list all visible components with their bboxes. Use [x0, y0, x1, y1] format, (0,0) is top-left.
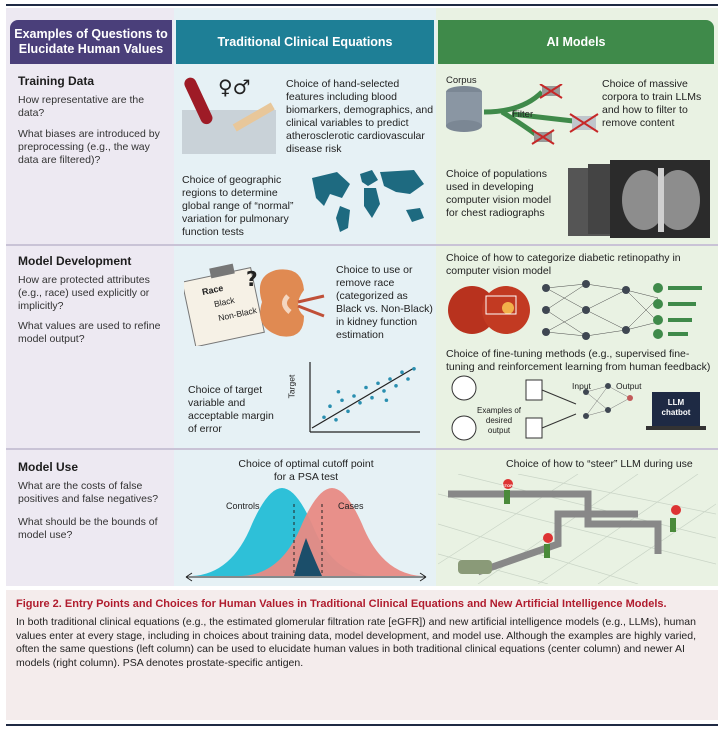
question-text: What should be the bounds of model use?: [18, 516, 158, 541]
scatter-point: [406, 377, 410, 381]
scatter-point: [412, 367, 416, 371]
question-text: What biases are introduced by preprocess…: [18, 128, 160, 166]
caption-body: In both traditional clinical equations (…: [16, 616, 697, 669]
cases-label: Cases: [338, 501, 364, 511]
chatbot-label: LLM chatbot: [661, 398, 691, 417]
clipboard-kidney-icon: ?: [184, 263, 325, 346]
question-text: How are protected attributes (e.g., race…: [18, 274, 150, 312]
controls-label: Controls: [226, 501, 260, 511]
scatter-point: [388, 377, 392, 381]
psa-distribution-curves: [185, 488, 427, 582]
scatter-point: [400, 370, 404, 374]
scatter-point: [322, 415, 326, 420]
header-ai: AI Models: [438, 20, 714, 64]
ai-use-text: Choice of how to “steer” LLM during use: [506, 458, 693, 470]
figure-caption: Figure 2. Entry Points and Choices for H…: [6, 590, 718, 720]
top-rule: [6, 4, 718, 6]
section-title-training: Training Data: [18, 74, 95, 88]
trad-dev-text-2: Choice of target variable and acceptable…: [188, 384, 274, 435]
target-axis-label: Target: [286, 374, 297, 399]
trad-training-text-2: Choice of geographic regions to determin…: [182, 174, 294, 238]
regression-line: [311, 367, 415, 429]
header-questions: Examples of Questions to Elucidate Human…: [10, 20, 172, 64]
corpus-label: Corpus: [446, 75, 477, 86]
examples-label: Examples of desired output: [476, 406, 522, 435]
input-label: Input: [572, 381, 591, 391]
scatter-point: [334, 418, 338, 422]
scatter-point: [336, 389, 341, 394]
scatter-point: [346, 409, 350, 414]
ai-dev-text-2: Choice of fine-tuning methods (e.g., sup…: [446, 348, 711, 373]
output-label: Output: [616, 381, 642, 391]
question-text: How representative are the data?: [18, 94, 145, 119]
trad-training-text-1: Choice of hand-selected features includi…: [286, 78, 434, 155]
svg-text:♀♂: ♀♂: [218, 75, 251, 99]
corpus-filter-diagram: [446, 84, 599, 145]
world-map-icon: [312, 170, 424, 232]
row-divider: [6, 244, 718, 246]
question-text: What are the costs of false positives an…: [18, 480, 159, 505]
scatter-point: [340, 398, 344, 403]
section-title-use: Model Use: [18, 460, 79, 474]
scatter-point: [352, 394, 356, 398]
figure-panel: Examples of Questions to Elucidate Human…: [6, 8, 718, 586]
scatter-point: [328, 404, 332, 408]
scatter-point: [394, 384, 398, 388]
target-scatter-plot: [309, 362, 420, 433]
row-divider: [6, 448, 718, 450]
ai-dev-text-1: Choice of how to categorize diabetic ret…: [446, 252, 681, 277]
scatter-point: [364, 385, 368, 390]
question-text: What values are used to refine model out…: [18, 320, 161, 345]
questions-column: [6, 8, 174, 586]
blood-tube-icon: ♀♂: [182, 75, 276, 154]
scatter-point: [358, 401, 362, 405]
scatter-point: [384, 398, 389, 403]
scatter-point: [376, 381, 380, 386]
fine-tuning-diagram: [451, 375, 706, 441]
caption-title: Figure 2. Entry Points and Choices for H…: [16, 598, 667, 610]
scatter-point: [370, 395, 374, 400]
bottom-rule: [6, 724, 718, 726]
retina-network-diagram: [448, 280, 702, 340]
stop-sign-label: STOP: [502, 483, 513, 488]
trad-use-text: Choice of optimal cutoff point for a PSA…: [238, 458, 374, 483]
steer-road-grid: [438, 474, 716, 584]
chest-xray-icon: [568, 160, 710, 238]
filter-label: Filter: [512, 109, 534, 120]
ai-training-text-2: Choice of populations used in developing…: [446, 168, 552, 219]
scatter-point: [382, 389, 386, 393]
header-traditional: Traditional Clinical Equations: [176, 20, 434, 64]
svg-text:?: ?: [246, 267, 258, 291]
ai-training-text-1: Choice of massive corpora to train LLMs …: [602, 78, 702, 129]
trad-dev-text-1: Choice to use or remove race (categorize…: [336, 264, 433, 341]
section-title-development: Model Development: [18, 254, 132, 268]
